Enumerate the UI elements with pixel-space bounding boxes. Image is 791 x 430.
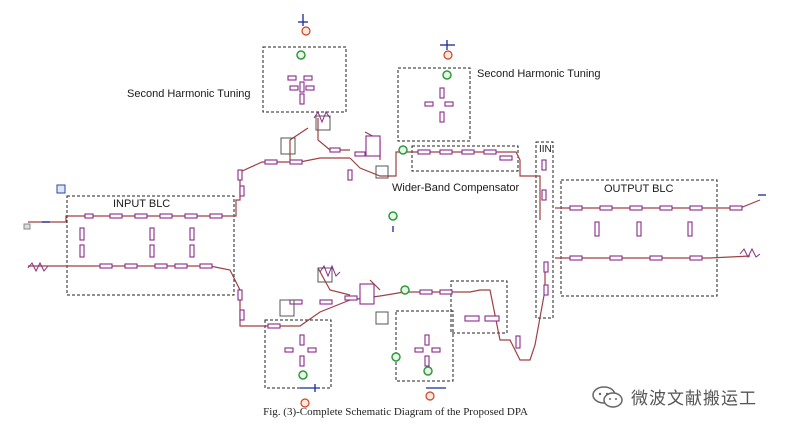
source-bottom-3 [391, 352, 401, 362]
wider-band-box [411, 145, 519, 172]
second-harmonic-tuning-label-1: Second Harmonic Tuning [127, 88, 251, 100]
source-bottom-1 [400, 285, 410, 295]
source-bottom-4 [423, 366, 433, 376]
second-harmonic-tuning-label-2: Second Harmonic Tuning [477, 68, 601, 80]
iin-label: IIN [539, 144, 552, 155]
source-top-2 [442, 70, 452, 80]
input-port-icon [56, 184, 66, 194]
source-top-1 [296, 50, 306, 60]
watermark: 微波文献搬运工 [591, 384, 757, 409]
source-left-mid [388, 211, 398, 221]
wechat-logo-icon [592, 385, 623, 408]
wider-band-compensator-label: Wider-Band Compensator [391, 182, 521, 194]
source-bottom-2 [298, 370, 308, 380]
second-harmonic-box-top [262, 46, 347, 113]
watermark-text: 微波文献搬运工 [631, 389, 757, 409]
input-blc-box [66, 195, 235, 296]
harmonic-box-bottom-left [264, 319, 332, 389]
input-blc-label: INPUT BLC [113, 198, 171, 210]
iin-box [535, 141, 554, 319]
output-blc-box [560, 179, 718, 297]
second-harmonic-box-right [397, 67, 471, 142]
bottom-right-box [450, 280, 508, 334]
output-blc-label: OUTPUT BLC [604, 183, 674, 195]
figure-caption: Fig. (3)-Complete Schematic Diagram of t… [263, 406, 528, 418]
harmonic-box-bottom-mid [395, 310, 454, 382]
source-mid [398, 145, 408, 155]
